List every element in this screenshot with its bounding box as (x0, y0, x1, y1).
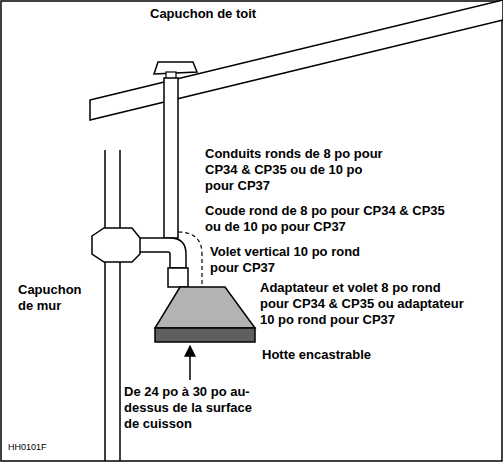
part-label: Capuchon de toit (150, 6, 300, 22)
damper-adaptor (168, 268, 188, 287)
hood-band (155, 328, 255, 342)
height-arrow (189, 346, 191, 380)
insert-hood (155, 287, 255, 328)
part-label: De 24 po à 30 po au-dessus de la surface… (124, 384, 269, 432)
part-label: Coude rond de 8 po pour CP34 & CP35 ou d… (205, 203, 445, 235)
part-label: Adaptateur et volet 8 po rond pour CP34 … (260, 280, 465, 328)
round-duct (164, 78, 178, 238)
part-label: Hotte encastrable (262, 347, 422, 363)
wall-cap (92, 228, 140, 262)
figure-code: HH0101F (8, 442, 88, 453)
part-label: Capuchon de mur (18, 282, 90, 314)
part-label: Conduits ronds de 8 po pour CP34 & CP35 … (205, 146, 385, 194)
part-label: Volet vertical 10 po rond pour CP37 (210, 244, 370, 276)
roof (90, 0, 503, 120)
wall (105, 150, 120, 461)
